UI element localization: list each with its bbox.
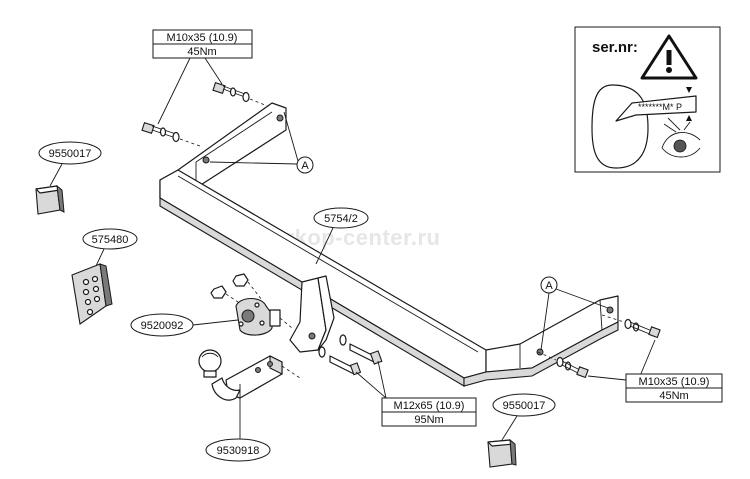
serial-number-panel: ser.nr: *******M* P (574, 26, 721, 173)
stamp-text: *******M* P (638, 102, 682, 112)
spec-box-top: M10x35 (10.9) 45Nm (152, 29, 253, 125)
bracket-part-bottom-right: 9550017 (487, 393, 556, 468)
spec-top-torque: 45Nm (187, 46, 216, 58)
warning-triangle-icon (640, 34, 698, 80)
spec-right-torque: 45Nm (659, 390, 688, 402)
bracket-part-top-left: 9550017 (35, 141, 102, 215)
spec-right-bolt: M10x35 (10.9) (639, 376, 710, 388)
bolts-center (318, 334, 387, 399)
flange-part: 9520092 (130, 273, 293, 337)
label-bracket-tl: 9550017 (49, 148, 92, 160)
spec-top-bolt: M10x35 (10.9) (167, 32, 238, 44)
bolt-center-1 (318, 346, 362, 376)
label-main-bar: 5754/2 (324, 213, 358, 225)
bolt-center-2 (339, 334, 383, 365)
label-flange: 9520092 (141, 320, 184, 332)
ref-a-right: A (540, 276, 609, 351)
bolt-right-2 (537, 351, 589, 379)
label-plate: 575480 (92, 234, 129, 246)
bolts-top (141, 81, 271, 147)
ref-a-right-text: A (545, 280, 553, 292)
serial-title: ser.nr: (592, 39, 638, 56)
ref-a-left: A (209, 111, 314, 174)
bolt-right-1 (601, 314, 661, 339)
eye-icon (661, 117, 701, 158)
main-crossbar (159, 102, 619, 387)
ball-coupling-part: 9530918 (198, 349, 301, 462)
plate-part: 575480 (71, 228, 138, 325)
bolt-top-2 (212, 81, 271, 108)
spec-box-bottom: M12x65 (10.9) 95Nm (381, 397, 477, 427)
spec-box-right: M10x35 (10.9) 45Nm (625, 373, 723, 403)
label-ball: 9530918 (217, 445, 260, 457)
spec-bottom-torque: 95Nm (414, 414, 443, 426)
bolt-top-1 (141, 121, 201, 147)
spec-bottom-bolt: M12x65 (10.9) (394, 400, 465, 412)
ref-a-left-text: A (301, 160, 309, 172)
label-bracket-br: 9550017 (503, 400, 546, 412)
bolts-right (537, 314, 661, 381)
